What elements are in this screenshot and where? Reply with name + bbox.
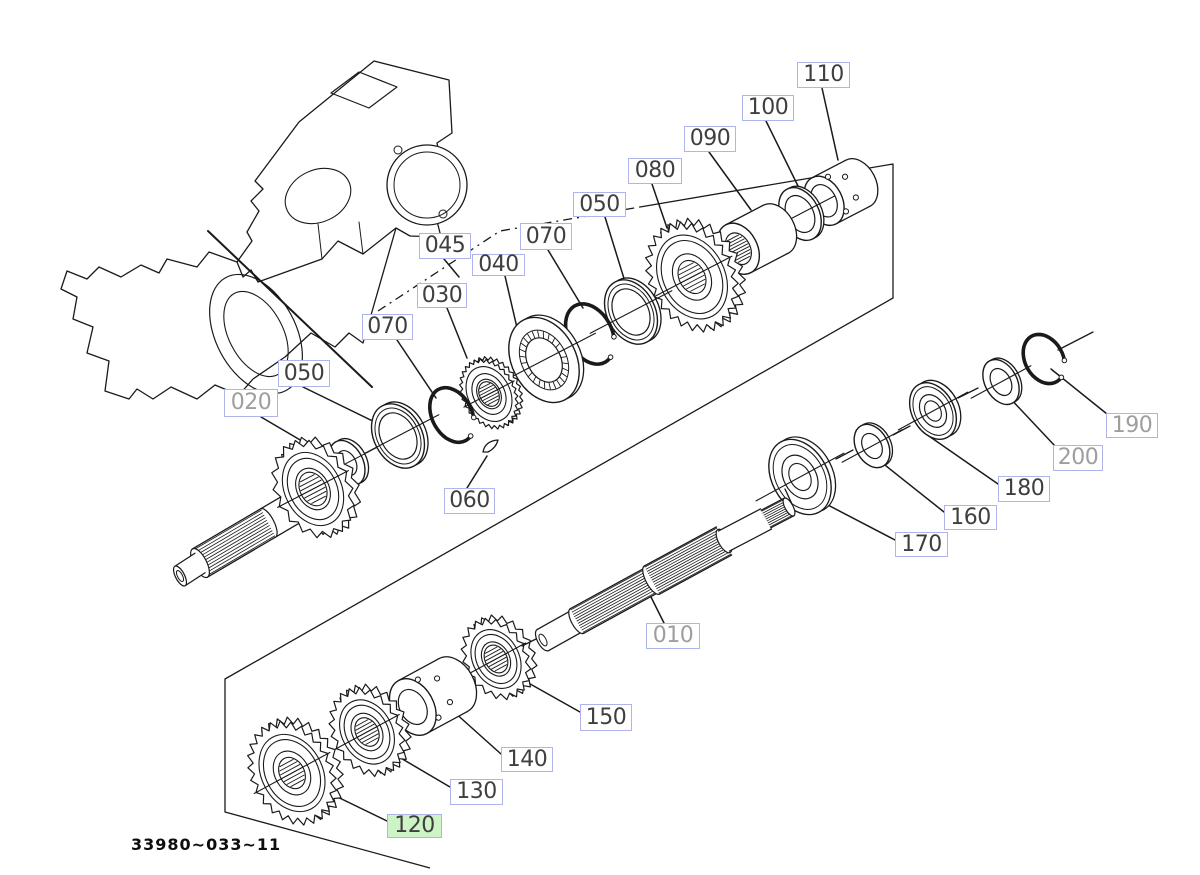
leader-200 bbox=[1006, 394, 1056, 447]
part-label-010[interactable]: 010 bbox=[646, 623, 700, 649]
part-label-140[interactable]: 140 bbox=[501, 747, 553, 772]
part-label-020[interactable]: 020 bbox=[224, 389, 278, 417]
housing-sketch bbox=[60, 60, 468, 400]
leader-080 bbox=[651, 183, 668, 229]
part-label-160[interactable]: 160 bbox=[944, 505, 997, 530]
part-ring-050-left bbox=[356, 401, 440, 469]
part-label-070-b[interactable]: 070 bbox=[362, 314, 413, 340]
part-washer-200 bbox=[970, 357, 1032, 406]
part-bearing-180 bbox=[897, 379, 969, 440]
leader-045 bbox=[443, 258, 460, 278]
part-label-120[interactable]: 120 bbox=[387, 814, 442, 838]
leader-090 bbox=[708, 151, 752, 211]
part-label-190[interactable]: 190 bbox=[1106, 413, 1158, 438]
part-gear-080 bbox=[645, 217, 747, 333]
part-gear-120 bbox=[247, 716, 345, 826]
leader-180 bbox=[925, 433, 999, 485]
leader-100 bbox=[765, 120, 800, 189]
part-gear-150 bbox=[460, 614, 538, 701]
leader-130 bbox=[398, 756, 451, 788]
part-key-060 bbox=[482, 439, 499, 453]
leader-060 bbox=[466, 455, 488, 489]
figure-code: 33980~033~11 bbox=[131, 835, 282, 854]
part-label-130[interactable]: 130 bbox=[450, 779, 503, 805]
part-ring-050-top bbox=[589, 277, 673, 345]
part-bearing-170 bbox=[755, 436, 845, 516]
part-label-170[interactable]: 170 bbox=[895, 532, 948, 557]
leader-110 bbox=[821, 87, 839, 161]
part-washer-160 bbox=[841, 422, 903, 469]
leader-070-b bbox=[396, 339, 437, 399]
part-label-050-a[interactable]: 050 bbox=[573, 192, 626, 217]
part-synchro-ring-040 bbox=[492, 314, 596, 404]
part-label-180[interactable]: 180 bbox=[998, 476, 1050, 502]
leader-050-a bbox=[604, 216, 627, 286]
axis-connectors bbox=[521, 331, 1094, 647]
part-label-070-a[interactable]: 070 bbox=[520, 223, 572, 250]
part-shaft-010 bbox=[534, 497, 796, 652]
part-label-200[interactable]: 200 bbox=[1053, 445, 1103, 471]
leader-030 bbox=[446, 307, 468, 359]
part-label-110[interactable]: 110 bbox=[797, 62, 850, 88]
leader-070-a bbox=[547, 249, 584, 309]
part-gear-shaft-020 bbox=[271, 436, 362, 539]
part-label-050-b[interactable]: 050 bbox=[278, 360, 330, 387]
part-snap-ring-070-top bbox=[563, 302, 617, 366]
part-hub-030 bbox=[459, 356, 524, 430]
part-label-080[interactable]: 080 bbox=[628, 158, 682, 184]
part-label-040[interactable]: 040 bbox=[472, 254, 525, 276]
part-label-045[interactable]: 045 bbox=[419, 233, 471, 259]
part-label-060[interactable]: 060 bbox=[444, 488, 495, 514]
part-snap-ring-070-left bbox=[427, 385, 477, 445]
part-snap-ring-190 bbox=[1021, 332, 1068, 386]
leader-140 bbox=[452, 710, 502, 755]
part-gear-130 bbox=[328, 683, 412, 778]
part-label-100[interactable]: 100 bbox=[742, 95, 794, 121]
part-label-030[interactable]: 030 bbox=[417, 283, 467, 308]
part-bushing-090 bbox=[716, 203, 798, 275]
part-input-shaft-020 bbox=[172, 488, 311, 587]
part-label-150[interactable]: 150 bbox=[580, 704, 632, 731]
part-label-090[interactable]: 090 bbox=[684, 126, 736, 152]
